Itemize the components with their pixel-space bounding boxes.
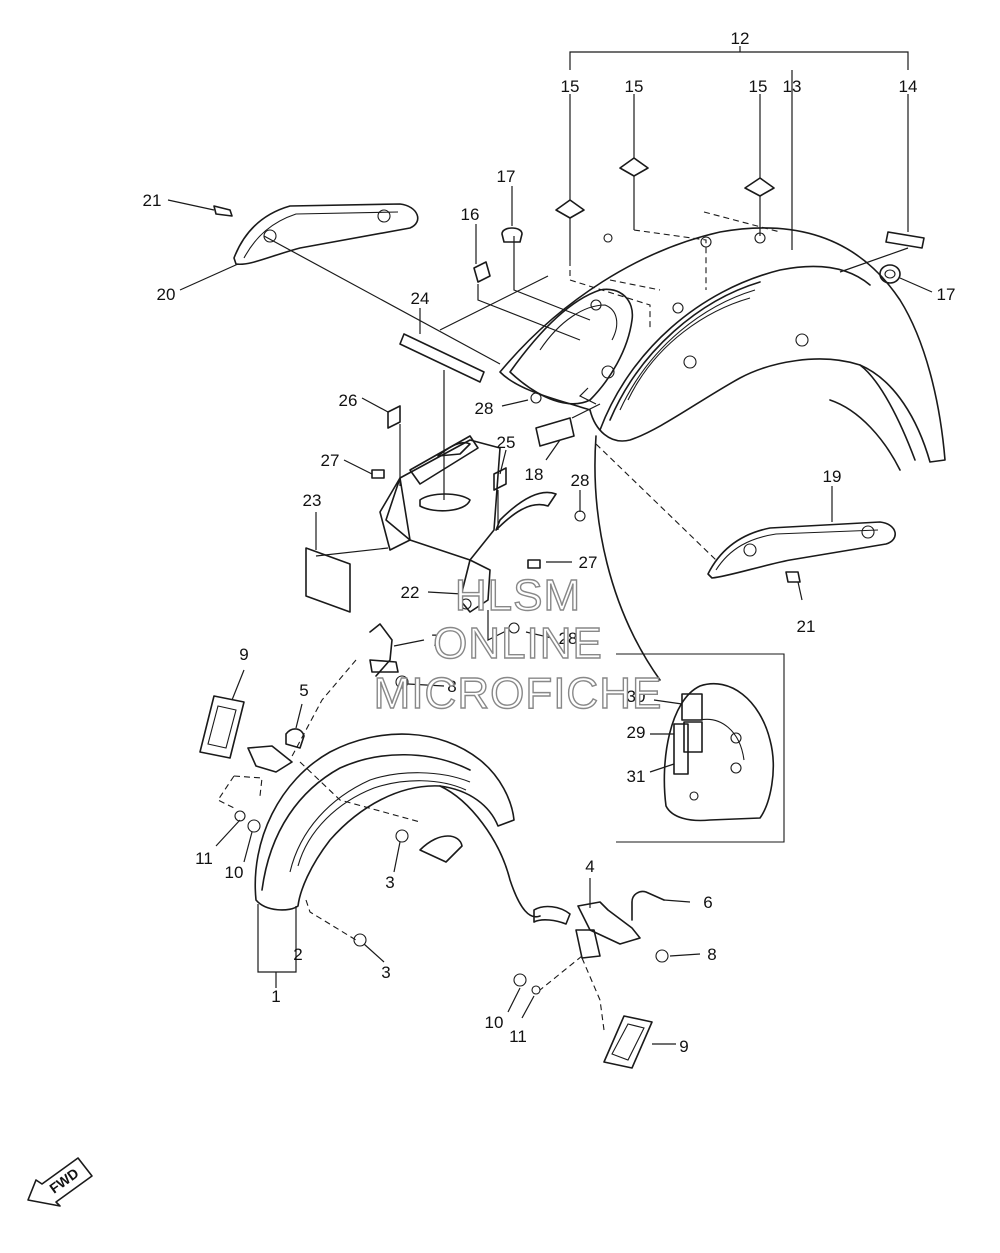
callout-31: 31 xyxy=(627,767,646,786)
watermark-line-2: ONLINE xyxy=(433,619,603,668)
callout-23: 23 xyxy=(303,491,322,510)
callout-18: 18 xyxy=(525,465,544,484)
front-fender xyxy=(199,623,669,1069)
callout-28b: 28 xyxy=(571,471,590,490)
callout-15c: 15 xyxy=(749,77,768,96)
grab-bar-right xyxy=(707,521,896,583)
fwd-label: FWD xyxy=(46,1165,81,1197)
forward-direction-arrow-icon: FWD xyxy=(27,1157,93,1207)
callout-2: 2 xyxy=(293,945,302,964)
callout-28a: 28 xyxy=(475,399,494,418)
watermark: HLSM ONLINE MICROFICHE xyxy=(373,570,663,718)
callout-labels: 12 15 15 15 13 14 17 17 16 21 20 24 26 2… xyxy=(143,29,956,1056)
callout-8a: 8 xyxy=(447,677,456,696)
callout-15a: 15 xyxy=(561,77,580,96)
callout-1: 1 xyxy=(271,987,280,1006)
callout-11b: 11 xyxy=(509,1027,527,1046)
callout-15b: 15 xyxy=(625,77,644,96)
callout-3a: 3 xyxy=(385,873,394,892)
callout-17a: 17 xyxy=(497,167,516,186)
callout-19: 19 xyxy=(823,467,842,486)
callout-13: 13 xyxy=(783,77,802,96)
callout-16: 16 xyxy=(461,205,480,224)
reflector-mount-parts xyxy=(473,227,901,284)
watermark-line-3: MICROFICHE xyxy=(374,669,663,718)
callout-29: 29 xyxy=(627,723,646,742)
callout-30: 30 xyxy=(627,687,646,706)
callout-11a: 11 xyxy=(195,849,213,868)
detail-inset xyxy=(616,653,785,843)
callout-25: 25 xyxy=(497,433,516,452)
callout-22: 22 xyxy=(401,583,420,602)
license-bracket xyxy=(305,333,586,634)
callout-8b: 8 xyxy=(707,945,716,964)
callout-12: 12 xyxy=(731,29,750,48)
callout-6: 6 xyxy=(703,893,712,912)
callout-21a: 21 xyxy=(143,191,162,210)
callout-7: 7 xyxy=(431,631,440,650)
callout-28c: 28 xyxy=(559,629,578,648)
callout-5: 5 xyxy=(299,681,308,700)
callout-9b: 9 xyxy=(679,1037,688,1056)
callout-17b: 17 xyxy=(937,285,956,304)
callout-24: 24 xyxy=(411,289,430,308)
callout-3b: 3 xyxy=(381,963,390,982)
watermark-line-1: HLSM xyxy=(455,571,581,620)
leader-lines xyxy=(167,46,933,1045)
callout-10a: 10 xyxy=(225,863,244,882)
callout-9a: 9 xyxy=(239,645,248,664)
grab-bar-left xyxy=(213,203,419,266)
callout-4: 4 xyxy=(585,857,594,876)
callout-21b: 21 xyxy=(797,617,816,636)
callout-26: 26 xyxy=(339,391,358,410)
callout-20: 20 xyxy=(157,285,176,304)
callout-27a: 27 xyxy=(321,451,340,470)
callout-14: 14 xyxy=(899,77,918,96)
callout-10b: 10 xyxy=(485,1013,504,1032)
rear-fender xyxy=(499,157,946,681)
callout-27b: 27 xyxy=(579,553,598,572)
